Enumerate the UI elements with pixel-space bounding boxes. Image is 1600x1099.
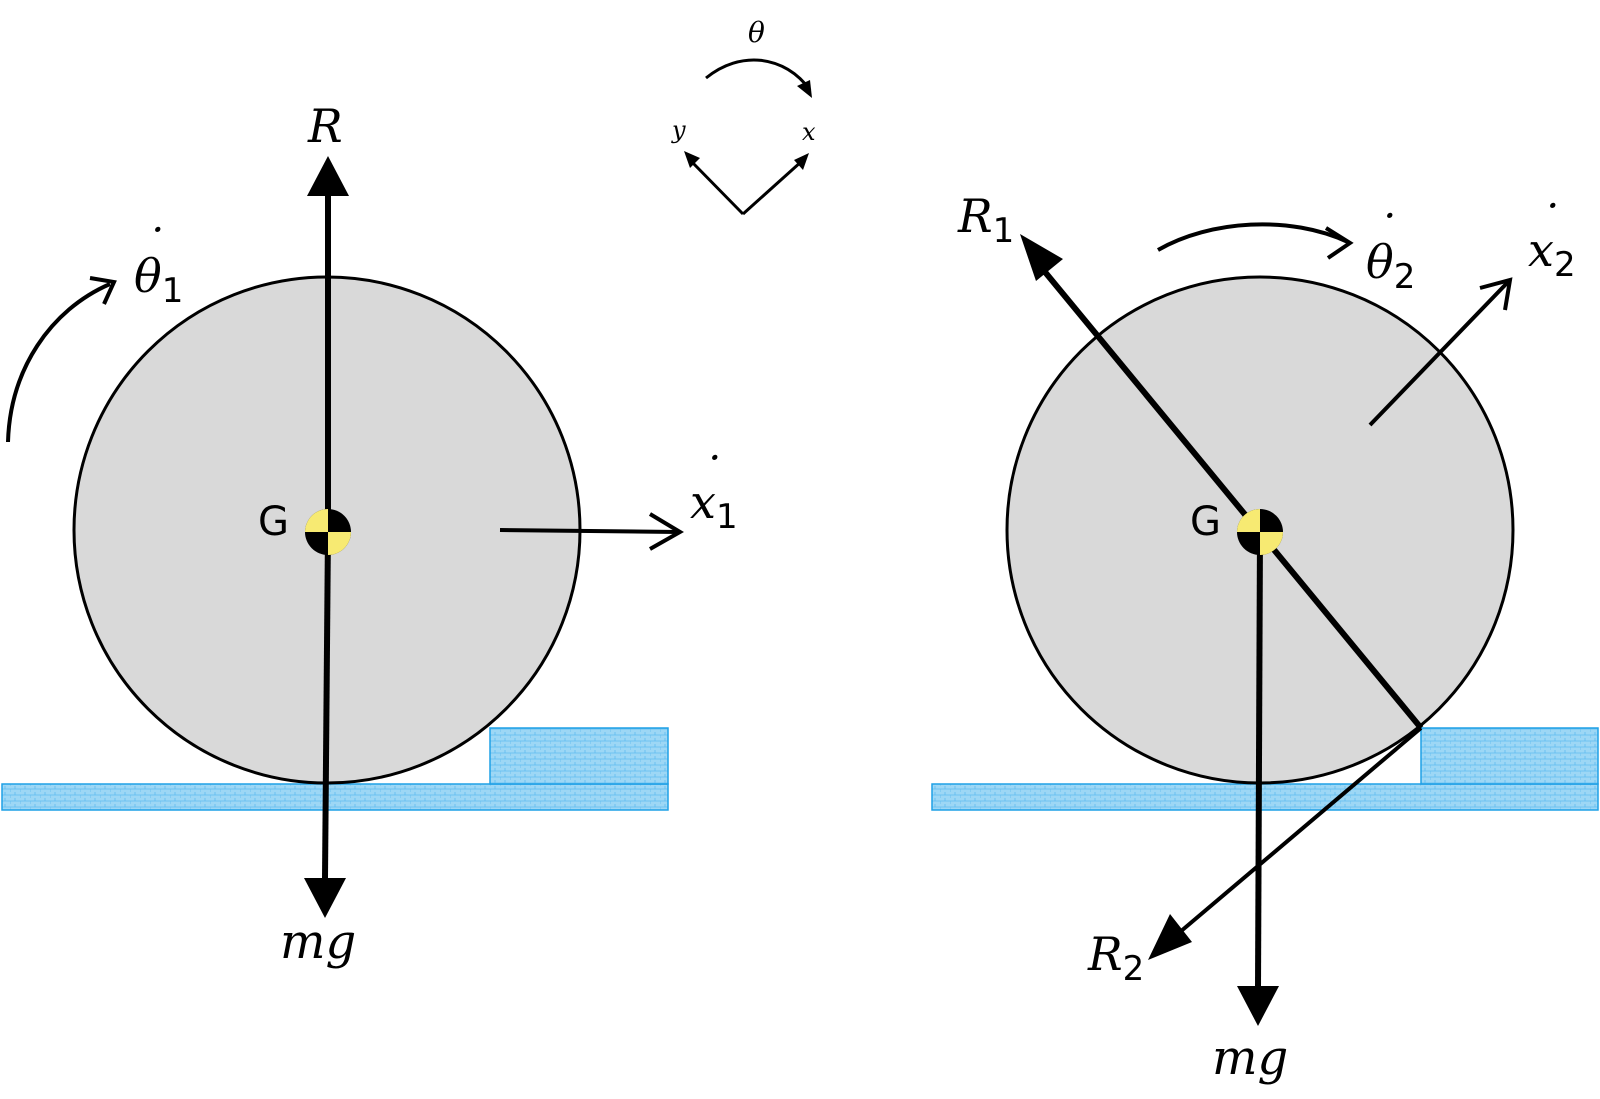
right-reaction-2-label: R2 bbox=[1087, 927, 1144, 989]
left-ground bbox=[1, 727, 669, 811]
svg-text:θ2: θ2 bbox=[1366, 235, 1415, 297]
right-velocity-label: x2 ˙ bbox=[1528, 195, 1576, 285]
right-diagram: G R1 R2 mg θ2 ˙ x2 ˙ bbox=[931, 189, 1599, 1086]
axis-x-label: x bbox=[802, 118, 816, 146]
right-ground bbox=[931, 727, 1599, 811]
left-velocity-arrow bbox=[499, 512, 684, 551]
axis-theta-label: θ bbox=[748, 16, 765, 49]
svg-text:˙: ˙ bbox=[1537, 195, 1560, 249]
left-weight-arrow bbox=[304, 529, 346, 918]
left-weight-label: mg bbox=[280, 914, 356, 970]
coordinate-axes: θ y x bbox=[671, 16, 816, 216]
svg-text:˙: ˙ bbox=[142, 219, 165, 273]
svg-text:θ1: θ1 bbox=[134, 249, 183, 311]
svg-text:R1: R1 bbox=[957, 189, 1014, 251]
left-reaction-arrow bbox=[307, 156, 349, 530]
left-diagram: G R mg θ1 ˙ x1 ˙ bbox=[1, 99, 738, 970]
right-velocity-arrow bbox=[1368, 277, 1513, 427]
svg-text:˙: ˙ bbox=[699, 447, 722, 501]
right-omega-label: θ2 ˙ bbox=[1366, 205, 1415, 297]
right-cg-marker bbox=[1237, 509, 1283, 555]
svg-text:R2: R2 bbox=[1087, 927, 1144, 989]
svg-text:x2: x2 bbox=[1528, 223, 1576, 285]
axis-y-label: y bbox=[671, 116, 686, 144]
right-reaction-2-arrow bbox=[1148, 726, 1423, 960]
right-weight-label: mg bbox=[1212, 1030, 1288, 1086]
right-reaction-1-arrow bbox=[1020, 234, 1424, 730]
right-center-label: G bbox=[1190, 499, 1221, 545]
left-omega-label: θ1 ˙ bbox=[134, 219, 183, 311]
left-center-label: G bbox=[258, 499, 289, 545]
svg-text:x1: x1 bbox=[690, 475, 738, 537]
right-angular-velocity-arc bbox=[1157, 222, 1354, 260]
svg-text:˙: ˙ bbox=[1374, 205, 1397, 259]
left-cg-marker bbox=[305, 509, 351, 555]
left-angular-velocity-arc bbox=[6, 276, 117, 443]
left-reaction-label: R bbox=[307, 99, 343, 153]
right-reaction-1-label: R1 bbox=[957, 189, 1014, 251]
right-weight-arrow bbox=[1237, 531, 1279, 1026]
left-velocity-label: x1 ˙ bbox=[690, 447, 738, 537]
